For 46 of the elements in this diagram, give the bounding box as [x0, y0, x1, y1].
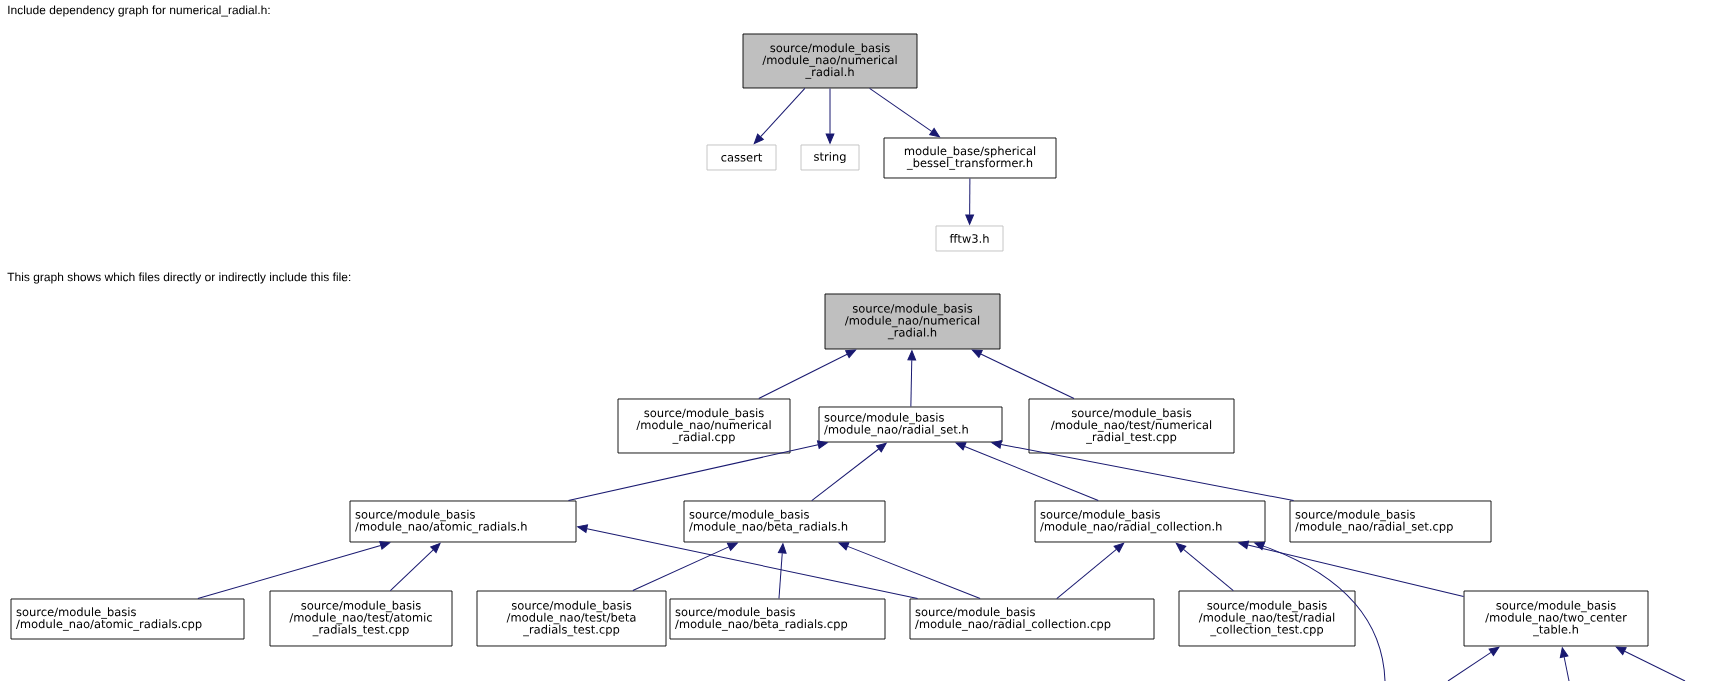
arrow [389, 542, 441, 592]
arrow [825, 87, 835, 144]
arrow [758, 349, 857, 400]
file-box: source/module_basis /module_nao/test/numerical _radial_test.cpp [1028, 398, 1235, 454]
file-box: source/module_basis /module_nao/numerical _radial.h [742, 33, 918, 89]
file-box: source/module_basis /module_nao/numerical _radial.h [824, 293, 1001, 350]
arrow [811, 442, 887, 502]
file-box: source/module_basis /module_nao/radial_set.cpp [1289, 500, 1492, 543]
file-box: source/module_basis /module_nao/test/atomic _radials_test.cpp [269, 590, 453, 647]
file-box: source/module_basis /module_nao/beta_radials.h [683, 500, 886, 543]
arrow [869, 87, 940, 138]
file-box: fftw3.h [935, 225, 1004, 252]
arrow [971, 349, 1075, 400]
arrow [1447, 646, 1500, 681]
file-box: source/module_basis /module_nao/numerical _radial.cpp [617, 398, 791, 454]
file-box: source/module_basis /module_nao/test/radial _collection_test.cpp [1178, 590, 1356, 647]
file-box: source/module_basis /module_nao/two_center _table.h [1463, 590, 1649, 647]
arrow [632, 542, 738, 592]
arrow [567, 440, 828, 502]
arrow [838, 542, 981, 600]
arrow [1615, 646, 1686, 681]
file-box: source/module_basis /module_nao/radial_collection.cpp [909, 598, 1155, 640]
arrow [907, 350, 917, 408]
heading-text: This graph shows which files directly or indirectly include this file: [7, 272, 351, 284]
arrow [1254, 541, 1386, 681]
file-box: string [800, 144, 860, 171]
arrow [1238, 540, 1465, 597]
arrow [1559, 647, 1570, 681]
file-box: source/module_basis /module_nao/atomic_radials.cpp [10, 598, 245, 640]
file-box: cassert [706, 144, 777, 171]
arrow [1175, 542, 1234, 592]
arrow [965, 177, 975, 225]
file-box: module_base/spherical _bessel_transformer.h [883, 137, 1057, 179]
arrow [197, 541, 391, 600]
file-box: source/module_basis /module_nao/radial_collection.h [1034, 500, 1266, 543]
arrow [753, 87, 806, 145]
arrow [955, 442, 1099, 502]
file-box: source/module_basis /module_nao/radial_set.h [818, 406, 1003, 443]
arrow [1056, 542, 1125, 600]
file-box: source/module_basis /module_nao/atomic_radials.h [349, 500, 577, 543]
heading-text: Include dependency graph for numerical_radial.h: [8, 5, 270, 17]
arrow [991, 440, 1295, 502]
file-box: source/module_basis /module_nao/test/beta _radials_test.cpp [476, 590, 667, 647]
arrow [777, 543, 787, 600]
file-box: source/module_basis /module_nao/beta_radials.cpp [669, 598, 886, 640]
arrow [577, 524, 919, 600]
